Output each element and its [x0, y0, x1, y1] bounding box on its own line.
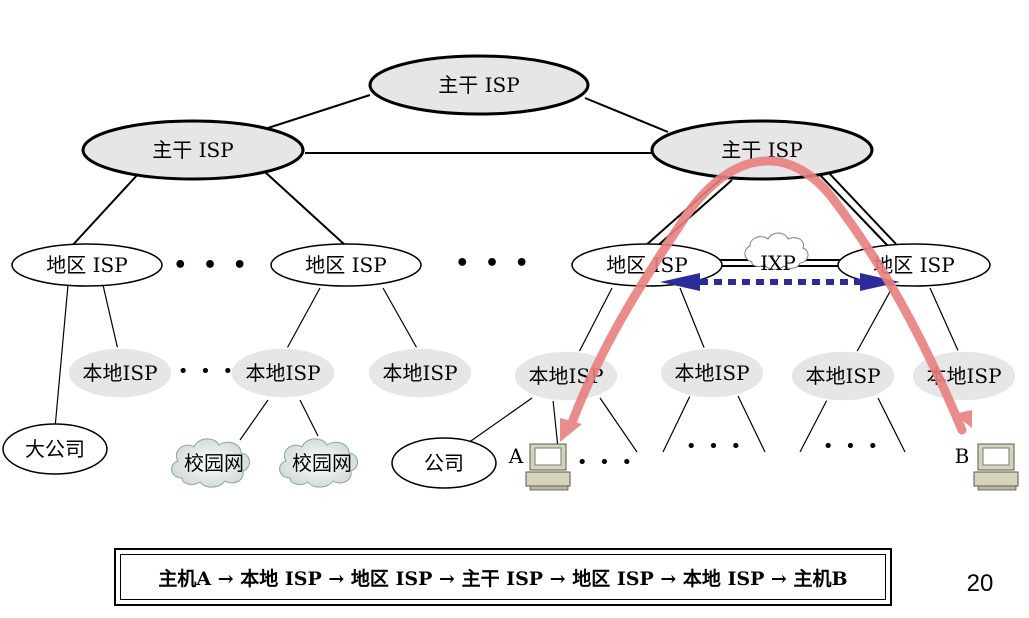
- ellipsis: • • •: [455, 251, 533, 276]
- computer-icon: [973, 443, 1019, 491]
- campus-network-label: 校园网: [184, 451, 244, 475]
- ellipsis: • • •: [686, 436, 744, 457]
- backbone-isp-left: 主干 ISP: [81, 119, 305, 181]
- host-a: A: [508, 443, 571, 491]
- local-isp-5: 本地ISP: [659, 347, 765, 399]
- local-isp-1: 本地ISP: [67, 347, 173, 399]
- route-caption: 主机A → 本地 ISP → 地区 ISP → 主干 ISP → 地区 ISP …: [120, 554, 886, 600]
- backbone-isp-label: 主干 ISP: [438, 73, 519, 97]
- ellipsis: • • •: [577, 452, 635, 473]
- ixp-label: IXP: [760, 251, 796, 275]
- big-company-label: 大公司: [25, 437, 85, 461]
- ellipsis: • • •: [178, 361, 236, 382]
- backbone-isp-right: 主干 ISP: [650, 119, 874, 181]
- ixp-cloud: IXP: [744, 232, 809, 275]
- regional-isp-label: 地区 ISP: [46, 253, 127, 277]
- campus-network-1: 校园网: [171, 438, 250, 488]
- company-label: 公司: [424, 451, 464, 475]
- campus-network-label: 校园网: [292, 451, 352, 475]
- host-a-label: A: [508, 444, 524, 468]
- campus-network-2: 校园网: [279, 438, 358, 488]
- computer-icon: [525, 443, 571, 491]
- local-isp-3: 本地ISP: [367, 347, 473, 399]
- ellipsis: • • •: [173, 253, 251, 278]
- regional-isp-1: 地区 ISP: [11, 243, 163, 287]
- backbone-isp-label: 主干 ISP: [152, 138, 233, 162]
- regional-isp-3: 地区 ISP: [571, 243, 723, 287]
- ixp-peering-arrow: [660, 273, 900, 291]
- local-isp-label: 本地ISP: [674, 361, 749, 385]
- page-number: 20: [966, 570, 994, 597]
- local-isp-label: 本地ISP: [382, 361, 457, 385]
- host-b-label: B: [955, 444, 970, 468]
- local-isp-6: 本地ISP: [790, 350, 896, 402]
- route-path: [560, 156, 972, 442]
- big-company: 大公司: [2, 423, 108, 475]
- company: 公司: [391, 437, 497, 489]
- access-lines: [54, 284, 961, 453]
- local-isp-label: 本地ISP: [245, 361, 320, 385]
- regional-isp-2: 地区 ISP: [270, 243, 422, 287]
- regional-isp-label: 地区 ISP: [305, 253, 386, 277]
- backbone-isp-top: 主干 ISP: [368, 54, 590, 116]
- host-b: B: [955, 443, 1019, 491]
- local-isp-2: 本地ISP: [230, 347, 336, 399]
- local-isp-label: 本地ISP: [82, 361, 157, 385]
- local-isp-label: 本地ISP: [805, 364, 880, 388]
- route-caption-box: 主机A → 本地 ISP → 地区 ISP → 主干 ISP → 地区 ISP …: [114, 548, 892, 606]
- ellipsis: • • •: [823, 436, 881, 457]
